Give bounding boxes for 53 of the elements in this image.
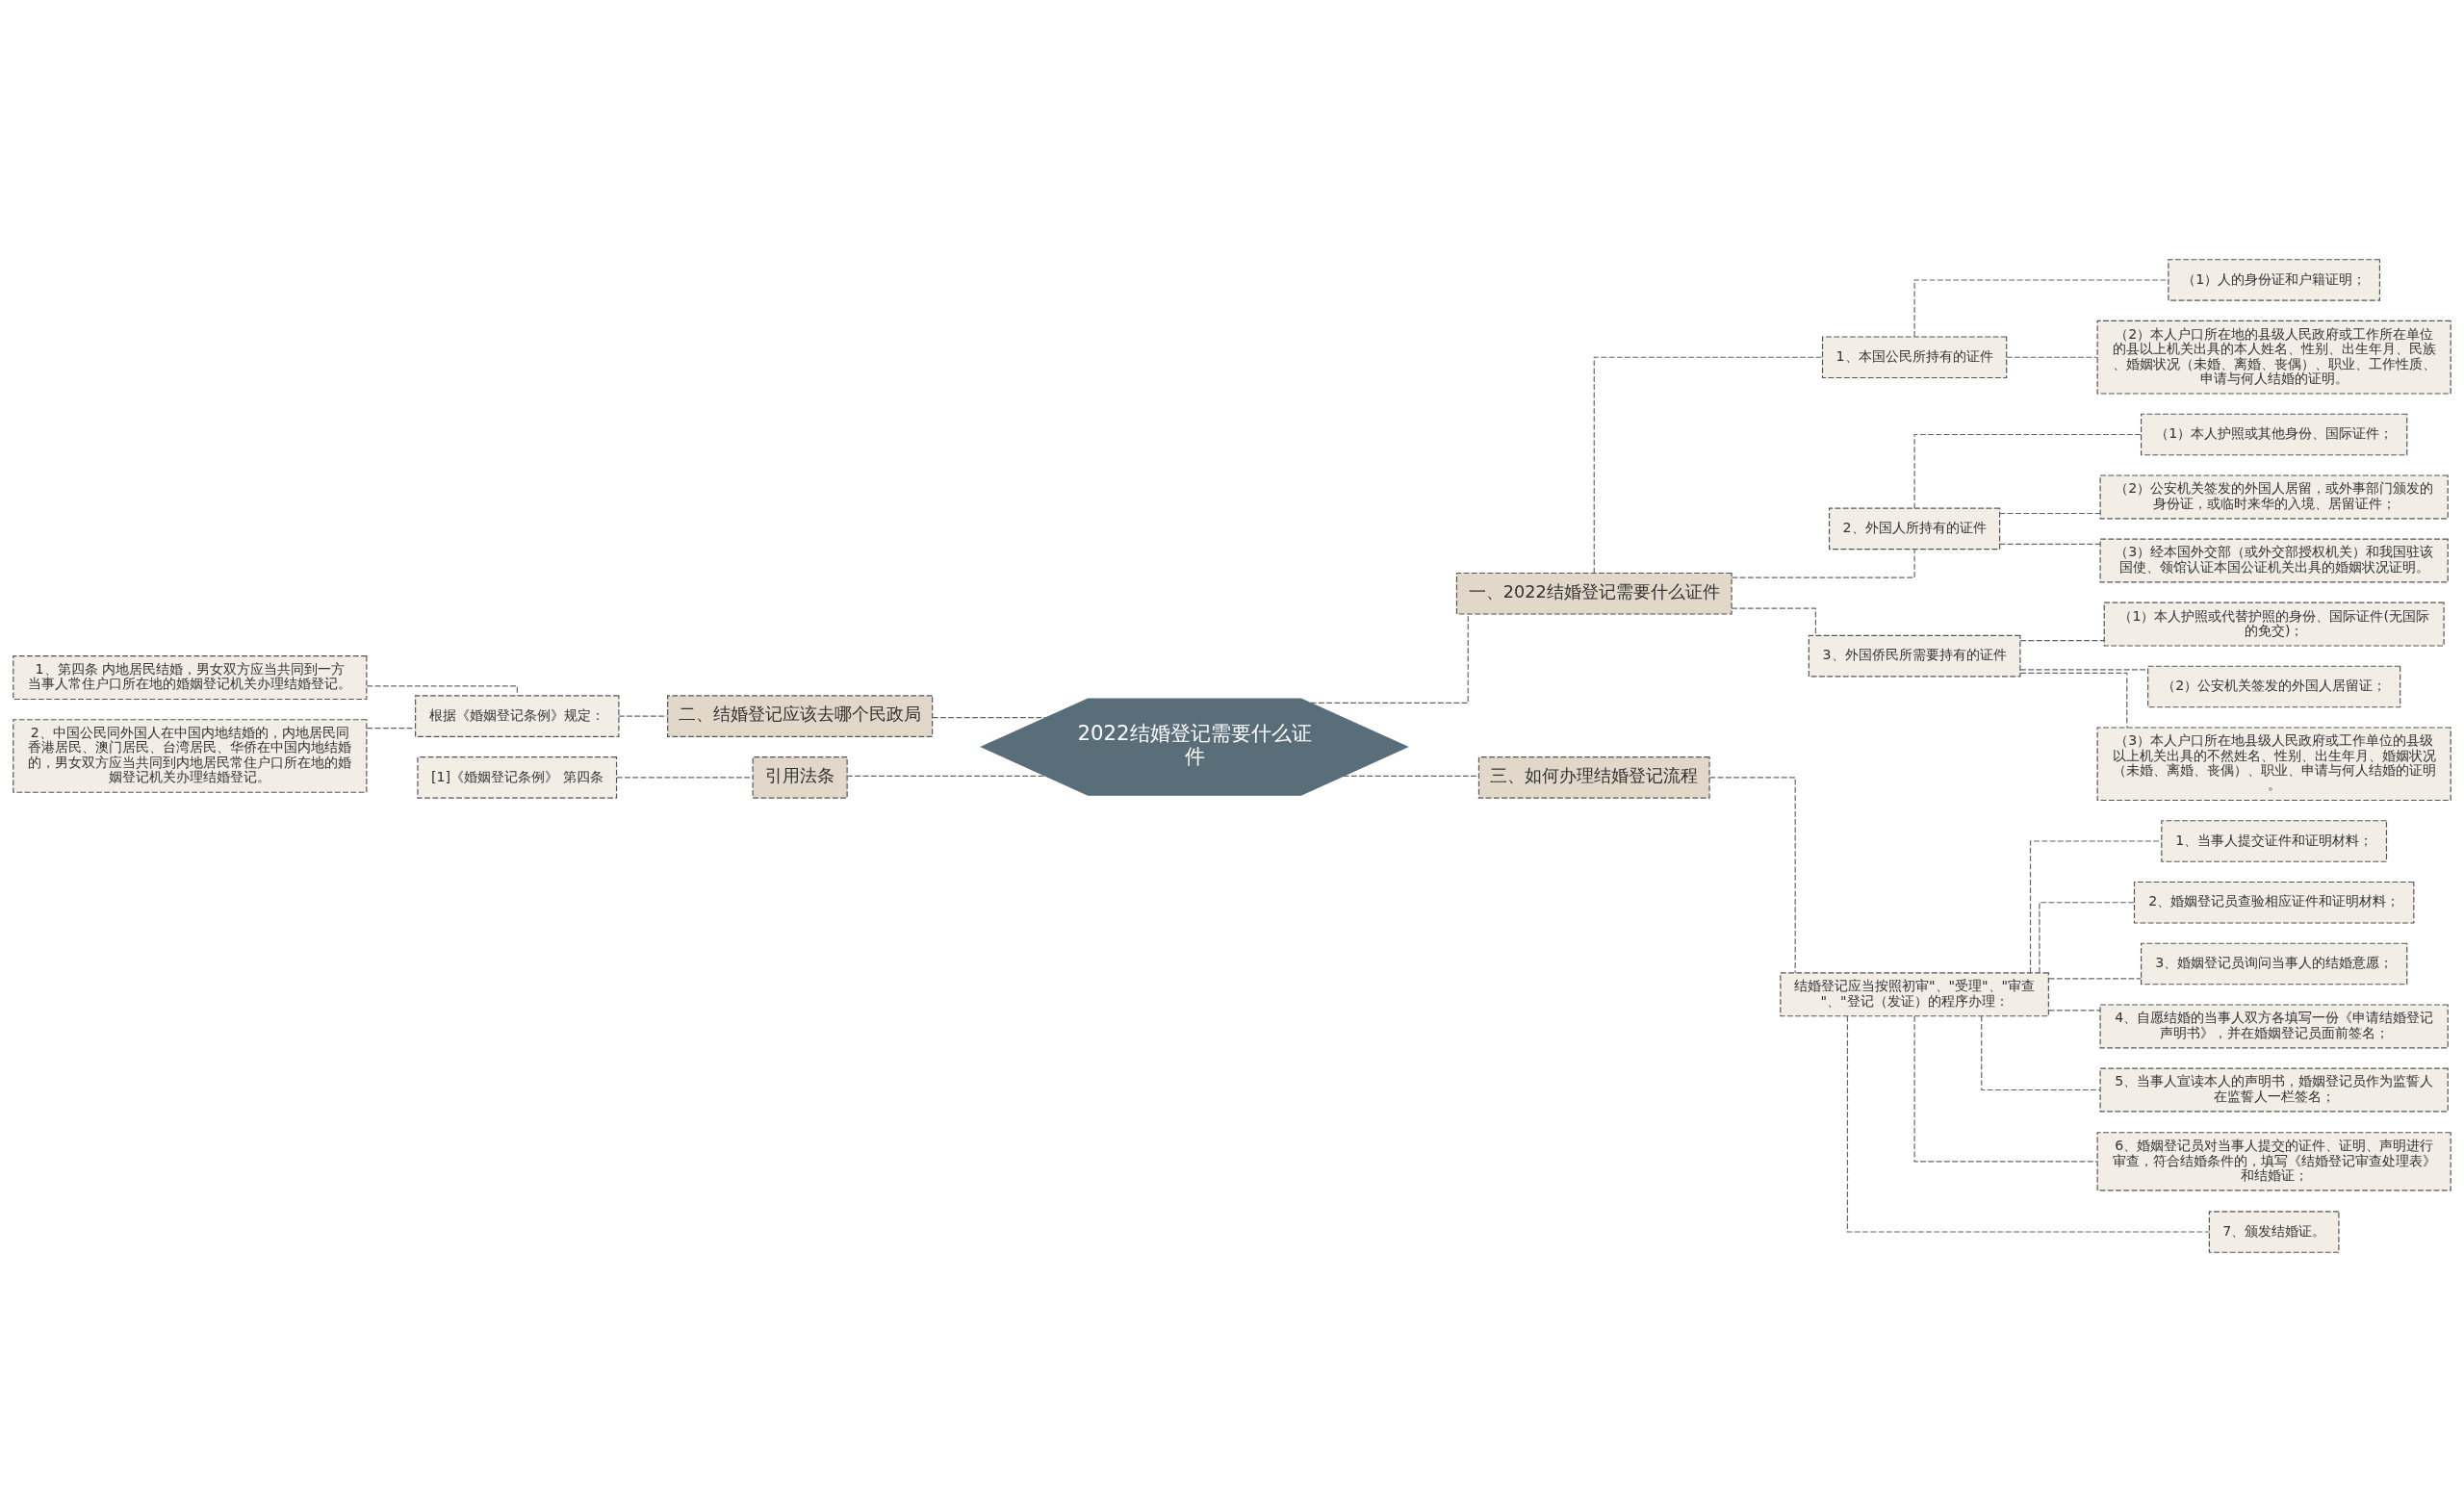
node-box: 4、自愿结婚的当事人双方各填写一份《申请结婚登记声明书》，并在婚姻登记员面前签名； bbox=[2099, 1003, 2449, 1048]
node-box: （1）本人护照或其他身份、国际证件； bbox=[2141, 413, 2408, 455]
node-box: 引用法条 bbox=[752, 756, 848, 799]
connector bbox=[846, 775, 1047, 777]
connector bbox=[366, 684, 518, 696]
node-box: 一、2022结婚登记需要什么证件 bbox=[1455, 572, 1732, 615]
connector bbox=[2019, 639, 2105, 641]
connector bbox=[2048, 977, 2143, 979]
connector bbox=[1593, 356, 1823, 574]
connector bbox=[2029, 839, 2163, 973]
node-box: 7、颁发结婚证。 bbox=[2208, 1210, 2340, 1253]
connector bbox=[1999, 512, 2101, 514]
node-box: 6、婚姻登记员对当事人提交的证件、证明、声明进行审查，符合结婚条件的，填写《结婚登记审查处理表》和结婚证； bbox=[2096, 1131, 2451, 1191]
connector bbox=[932, 716, 1047, 718]
connector bbox=[1981, 1014, 2101, 1090]
node-box: 5、当事人宣读本人的声明书，婚姻登记员作为监誓人在监誓人一栏签名； bbox=[2099, 1067, 2449, 1112]
connector bbox=[1708, 776, 1796, 973]
connector bbox=[618, 715, 669, 717]
node-box: （3）本人户口所在地县级人民政府或工作单位的县级以上机关出具的不然姓名、性别、出生年月、婚姻状况（未婚、离婚、丧偶）、职业、申请与何人结婚的证明。 bbox=[2096, 726, 2451, 801]
connector bbox=[1913, 433, 2142, 509]
connector bbox=[1846, 1015, 2210, 1233]
connector bbox=[1913, 1014, 2098, 1162]
connector bbox=[1913, 278, 2169, 337]
connector bbox=[1999, 543, 2101, 545]
node-box: 结婚登记应当按照初审"、"受理"、"审查"、"登记（发证）的程序办理： bbox=[1780, 971, 2049, 1016]
connector bbox=[1731, 549, 1915, 578]
connector bbox=[1343, 775, 1479, 777]
node-box: 2、中国公民同外国人在中国内地结婚的，内地居民同香港居民、澳门居民、台湾居民、华侨在中国内地结婚的，男女双方应当共同到内地居民常住户口所在地的婚姻登记机关办理结婚登记。 bbox=[13, 718, 368, 793]
connector bbox=[366, 727, 417, 729]
node-box: 二、结婚登记应该去哪个民政局 bbox=[667, 694, 934, 737]
connector bbox=[1310, 613, 1469, 704]
node-box: （2）公安机关签发的外国人居留证； bbox=[2147, 665, 2401, 707]
node-box: 1、本国公民所持有的证件 bbox=[1821, 335, 2008, 378]
connector bbox=[2039, 901, 2135, 973]
node-box: （2）公安机关签发的外国人居留，或外事部门颁发的身份证，或临时来华的入境、居留证件； bbox=[2099, 474, 2449, 519]
node-box: [1]《婚姻登记条例》 第四条 bbox=[417, 756, 618, 799]
node-box: 根据《婚姻登记条例》规定： bbox=[415, 694, 620, 737]
node-box: （1）人的身份证和户籍证明； bbox=[2168, 258, 2380, 301]
node-box: 1、当事人提交证件和证明材料； bbox=[2161, 819, 2388, 862]
connector bbox=[2048, 1009, 2101, 1011]
node-box: 2、婚姻登记员查验相应证件和证明材料； bbox=[2133, 881, 2415, 924]
node-box: （3）经本国外交部（或外交部授权机关）和我国驻该国使、领馆认证本国公证机关出具的婚姻状况证明。 bbox=[2099, 538, 2449, 582]
node-box: 2、外国人所持有的证件 bbox=[1829, 507, 2001, 550]
node-box: 3、婚姻登记员询问当事人的结婚意愿； bbox=[2141, 942, 2408, 985]
connector bbox=[2006, 356, 2098, 358]
node-box: （2）本人户口所在地的县级人民政府或工作所在单位的县以上机关出具的本人姓名、性别、出生年月、民族、婚姻状况（未婚、离婚、丧偶）、职业、工作性质、申请与何人结婚的证明。 bbox=[2096, 320, 2451, 395]
node-box: （1）本人护照或代替护照的身份、国际证件(无国际的免交)； bbox=[2103, 602, 2445, 647]
connector bbox=[616, 776, 754, 778]
connector bbox=[1731, 606, 1816, 636]
node-box: 三、如何办理结婚登记流程 bbox=[1477, 756, 1710, 799]
node-box: 3、外国侨民所需要持有的证件 bbox=[1808, 634, 2021, 677]
connector bbox=[2019, 672, 2128, 728]
node-box: 1、第四条 内地居民结婚，男女双方应当共同到一方当事人常住户口所在地的婚姻登记机关办理结婚登记。 bbox=[13, 654, 368, 700]
